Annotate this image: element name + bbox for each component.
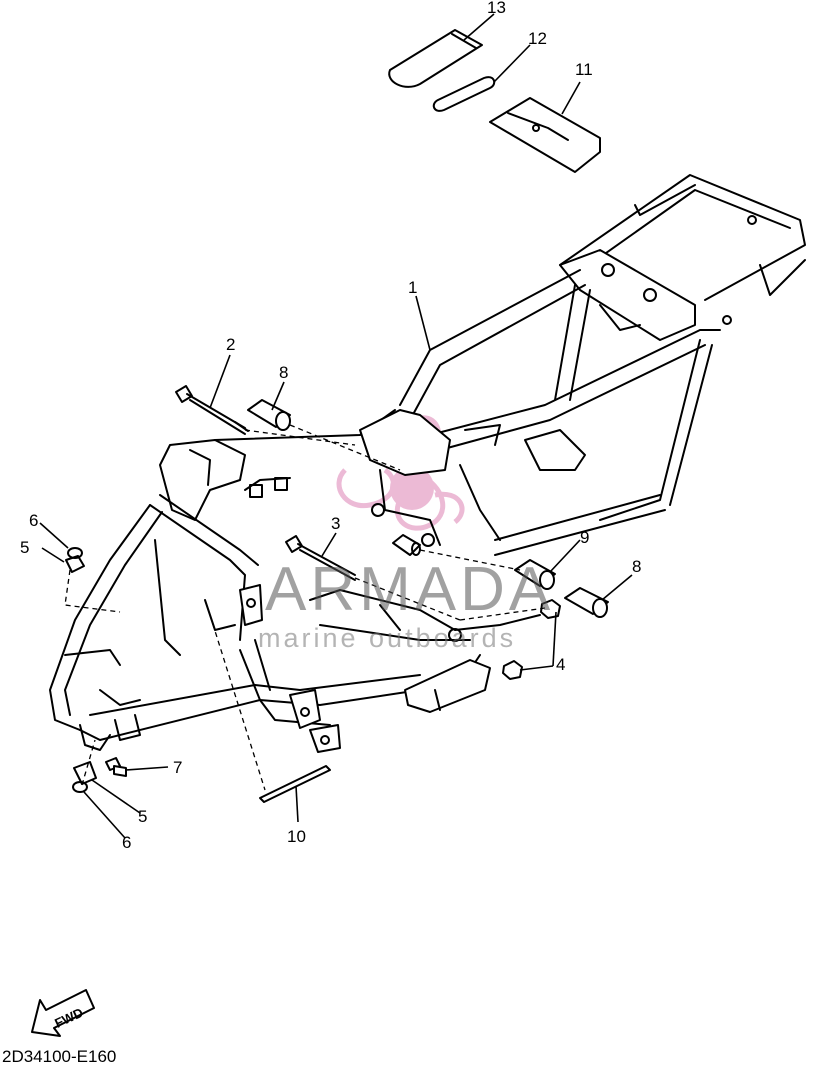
callout-2: 2 [226, 335, 235, 354]
callout-5-top: 5 [20, 538, 29, 557]
collar-part-9 [514, 559, 556, 590]
callout-6-top: 6 [29, 511, 38, 530]
pouch-part-11 [489, 97, 601, 173]
callout-5-bottom: 5 [138, 807, 147, 826]
callout-10: 10 [287, 827, 306, 846]
callout-6-bottom: 6 [122, 833, 131, 852]
callout-9: 9 [580, 528, 589, 547]
callout-labels: 1 2 8 3 9 8 4 6 5 7 5 6 10 11 12 13 [20, 0, 641, 852]
cover-part-13 [388, 29, 483, 88]
forward-arrow-icon: FWD [31, 989, 95, 1037]
collar-part-8-right [564, 587, 609, 618]
bolt-part-2 [175, 385, 249, 435]
main-frame [49, 174, 806, 753]
callout-7: 7 [173, 758, 182, 777]
oring-part-6 [67, 547, 88, 793]
bolt-part-3 [285, 535, 356, 581]
assembly-lines [64, 424, 546, 791]
callout-8-top: 8 [279, 363, 288, 382]
callout-12: 12 [528, 29, 547, 48]
callout-1: 1 [408, 278, 417, 297]
callout-4: 4 [556, 655, 565, 674]
diagram-code: 2D34100-E160 [2, 1047, 116, 1066]
leader-lines [39, 13, 633, 839]
collar-part-8-top [247, 399, 291, 431]
callout-11: 11 [575, 60, 593, 79]
spacer-center [392, 534, 421, 556]
callout-8-right: 8 [632, 557, 641, 576]
callout-13: 13 [487, 0, 506, 17]
strip-part-10 [259, 765, 331, 803]
watermark-tagline: marine outboards [258, 623, 516, 653]
band-part-12 [432, 76, 496, 112]
watermark-brand: ARMADA [265, 555, 554, 624]
grommet-part-5 [65, 555, 97, 785]
callout-3: 3 [331, 514, 340, 533]
bolt-part-7 [105, 757, 127, 777]
